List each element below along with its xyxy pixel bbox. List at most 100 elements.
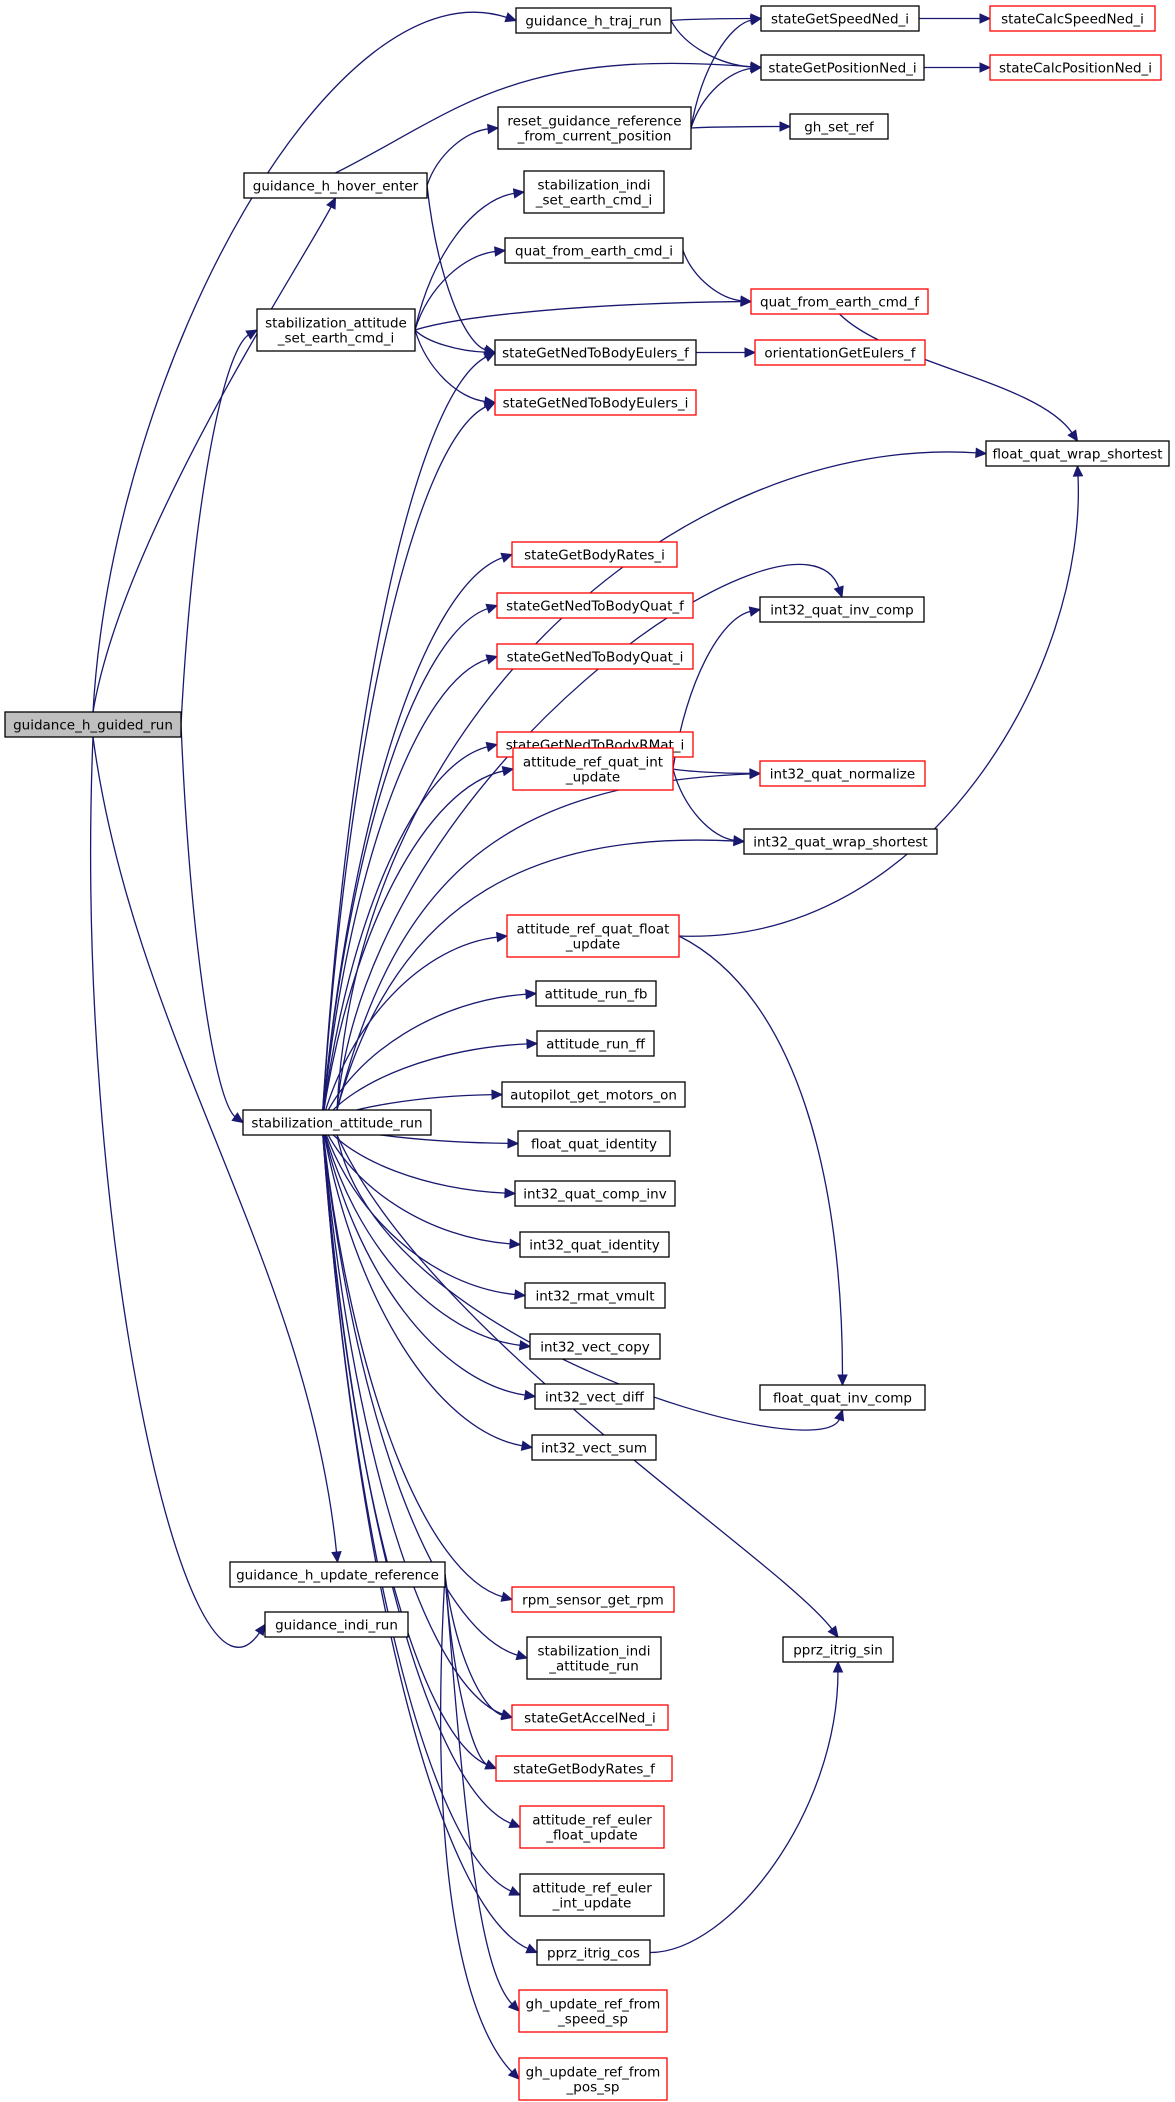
node-posi[interactable]: stateGetPositionNed_i xyxy=(760,54,925,81)
node-box[interactable] xyxy=(497,106,692,150)
node-rpm[interactable]: rpm_sensor_get_rpm xyxy=(511,1586,675,1613)
node-areuli[interactable]: attitude_ref_euler_int_update xyxy=(519,1873,665,1917)
node-box[interactable] xyxy=(534,1383,655,1410)
node-box[interactable] xyxy=(754,339,926,366)
node-box[interactable] xyxy=(759,596,925,623)
node-box[interactable] xyxy=(989,54,1162,81)
node-box[interactable] xyxy=(504,237,684,264)
node-box[interactable] xyxy=(519,1805,665,1849)
node-box[interactable] xyxy=(743,828,938,855)
node-stabindiset[interactable]: stabilization_indi_set_earth_cmd_i xyxy=(523,170,665,214)
node-box[interactable] xyxy=(515,7,672,34)
node-box[interactable] xyxy=(989,5,1156,32)
node-box[interactable] xyxy=(519,1231,670,1258)
node-box[interactable] xyxy=(518,2057,668,2101)
node-box[interactable] xyxy=(511,541,678,568)
node-bquatf[interactable]: stateGetNedToBodyQuat_f xyxy=(496,592,694,619)
node-eulersf[interactable]: stateGetNedToBodyEulers_f xyxy=(494,339,697,366)
node-box[interactable] xyxy=(531,1434,657,1461)
node-box[interactable] xyxy=(494,339,697,366)
node-box[interactable] xyxy=(501,1081,686,1108)
node-box[interactable] xyxy=(496,643,694,670)
node-box[interactable] xyxy=(495,1755,673,1782)
node-i32ws[interactable]: int32_quat_wrap_shortest xyxy=(743,828,938,855)
node-box[interactable] xyxy=(243,172,428,199)
node-box[interactable] xyxy=(782,1636,894,1663)
node-box[interactable] xyxy=(985,440,1170,467)
node-box[interactable] xyxy=(514,1180,676,1207)
node-quatecmdi[interactable]: quat_from_earth_cmd_i xyxy=(504,237,684,264)
node-vdiff[interactable]: int32_vect_diff xyxy=(534,1383,655,1410)
node-bodyratesi[interactable]: stateGetBodyRates_i xyxy=(511,541,678,568)
node-traj[interactable]: guidance_h_traj_run xyxy=(515,7,672,34)
node-box[interactable] xyxy=(519,1873,665,1917)
node-stabindirun[interactable]: stabilization_indi_attitude_run xyxy=(526,1636,662,1680)
node-box[interactable] xyxy=(494,389,697,416)
node-box[interactable] xyxy=(759,760,926,787)
node-box[interactable] xyxy=(511,1704,669,1731)
node-box[interactable] xyxy=(526,1636,662,1680)
node-calcpos[interactable]: stateCalcPositionNed_i xyxy=(989,54,1162,81)
node-fqid[interactable]: float_quat_identity xyxy=(517,1130,671,1157)
node-arqf[interactable]: attitude_ref_quat_float_update xyxy=(506,914,680,958)
node-box[interactable] xyxy=(523,170,665,214)
node-box[interactable] xyxy=(518,1989,668,2033)
node-stabset[interactable]: stabilization_attitude_set_earth_cmd_i xyxy=(256,308,416,352)
node-i32cinv[interactable]: int32_quat_comp_inv xyxy=(514,1180,676,1207)
node-fqinv[interactable]: float_quat_inv_comp xyxy=(759,1384,926,1411)
node-box[interactable] xyxy=(506,914,680,958)
node-motors[interactable]: autopilot_get_motors_on xyxy=(501,1081,686,1108)
node-eulersi[interactable]: stateGetNedToBodyEulers_i xyxy=(494,389,697,416)
node-updref[interactable]: guidance_h_update_reference xyxy=(229,1561,446,1588)
node-box[interactable] xyxy=(535,980,657,1007)
node-ghpos[interactable]: gh_update_ref_from_pos_sp xyxy=(518,2057,668,2101)
node-i32norm[interactable]: int32_quat_normalize xyxy=(759,760,926,787)
node-box[interactable] xyxy=(511,1586,675,1613)
node-bodyratesf[interactable]: stateGetBodyRates_f xyxy=(495,1755,673,1782)
node-quatecmdf[interactable]: quat_from_earth_cmd_f xyxy=(750,288,929,315)
node-bquati[interactable]: stateGetNedToBodyQuat_i xyxy=(496,643,694,670)
node-sin[interactable]: pprz_itrig_sin xyxy=(782,1636,894,1663)
node-indirun[interactable]: guidance_indi_run xyxy=(264,1611,409,1638)
node-i32inv[interactable]: int32_quat_inv_comp xyxy=(759,596,925,623)
node-cos[interactable]: pprz_itrig_cos xyxy=(536,1939,651,1966)
node-arqint[interactable]: attitude_ref_quat_int_update xyxy=(512,747,674,791)
node-label: int32_rmat_vmult xyxy=(535,1289,654,1305)
node-box[interactable] xyxy=(4,711,182,738)
node-calcspeed[interactable]: stateCalcSpeedNed_i xyxy=(989,5,1156,32)
node-box[interactable] xyxy=(536,1030,655,1057)
node-box[interactable] xyxy=(256,308,416,352)
node-box[interactable] xyxy=(760,54,925,81)
node-reset[interactable]: reset_guidance_reference_from_current_po… xyxy=(497,106,692,150)
node-ghset[interactable]: gh_set_ref xyxy=(789,113,889,140)
node-orient[interactable]: orientationGetEulers_f xyxy=(754,339,926,366)
node-box[interactable] xyxy=(512,747,674,791)
node-fqws[interactable]: float_quat_wrap_shortest xyxy=(985,440,1170,467)
node-ghspeed[interactable]: gh_update_ref_from_speed_sp xyxy=(518,1989,668,2033)
node-root[interactable]: guidance_h_guided_run xyxy=(4,711,182,738)
node-areulf[interactable]: attitude_ref_euler_float_update xyxy=(519,1805,665,1849)
node-box[interactable] xyxy=(496,592,694,619)
node-box[interactable] xyxy=(529,1333,661,1360)
node-box[interactable] xyxy=(242,1109,432,1136)
node-box[interactable] xyxy=(524,1282,666,1309)
node-speedi[interactable]: stateGetSpeedNed_i xyxy=(760,5,920,32)
node-stabrun[interactable]: stabilization_attitude_run xyxy=(242,1109,432,1136)
node-rmat[interactable]: int32_rmat_vmult xyxy=(524,1282,666,1309)
node-box[interactable] xyxy=(517,1130,671,1157)
node-box[interactable] xyxy=(759,1384,926,1411)
node-box[interactable] xyxy=(760,5,920,32)
node-hover[interactable]: guidance_h_hover_enter xyxy=(243,172,428,199)
node-box[interactable] xyxy=(264,1611,409,1638)
node-vsum[interactable]: int32_vect_sum xyxy=(531,1434,657,1461)
node-i32id[interactable]: int32_quat_identity xyxy=(519,1231,670,1258)
node-label: attitude_run_fb xyxy=(545,987,648,1003)
node-runfb[interactable]: attitude_run_fb xyxy=(535,980,657,1007)
node-accel[interactable]: stateGetAccelNed_i xyxy=(511,1704,669,1731)
node-box[interactable] xyxy=(536,1939,651,1966)
node-box[interactable] xyxy=(229,1561,446,1588)
node-runff[interactable]: attitude_run_ff xyxy=(536,1030,655,1057)
node-vcopy[interactable]: int32_vect_copy xyxy=(529,1333,661,1360)
node-box[interactable] xyxy=(750,288,929,315)
node-box[interactable] xyxy=(789,113,889,140)
